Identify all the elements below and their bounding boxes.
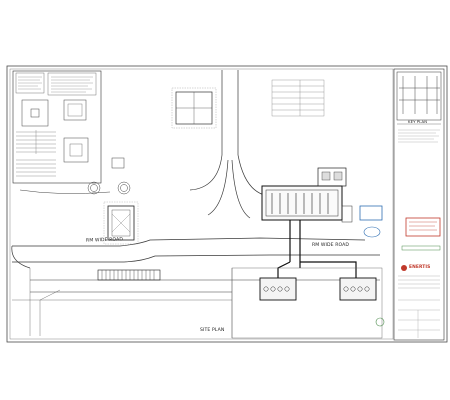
company-logo: ENERTIS — [409, 265, 431, 270]
inner-border — [9, 68, 394, 340]
roads — [11, 70, 380, 293]
equipment-block-left — [259, 277, 297, 301]
title-block — [359, 68, 445, 341]
left-features — [19, 157, 131, 195]
key-plan-title: KEY PLAN — [408, 119, 428, 124]
parking-strip — [97, 269, 161, 281]
central-building — [261, 167, 353, 223]
substation-left — [103, 201, 139, 245]
road-label-right: RM WIDE ROAD — [312, 243, 350, 248]
drawing-title: SITE PLAN — [200, 328, 225, 333]
site-boundary — [12, 267, 383, 339]
notes-panel — [12, 70, 102, 184]
building-north — [171, 87, 217, 129]
data-table-top — [271, 79, 325, 117]
drawing-border — [6, 65, 448, 343]
equipment-block-right — [339, 277, 377, 301]
